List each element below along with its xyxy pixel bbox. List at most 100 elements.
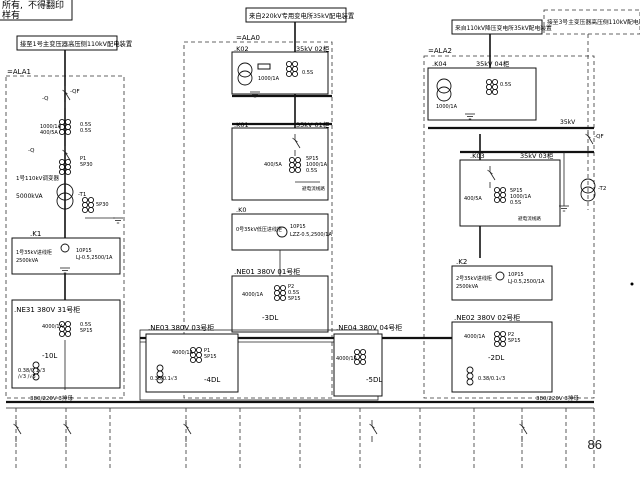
panel-k03-title: 35kV 03柜 [520,151,554,160]
panel-k0-ratio: LZZ-0.5,2500/1A [290,232,332,238]
panel-k03-id: .K03 [470,152,485,160]
panel-k04 [427,67,537,121]
corner-note: 所有, 不得翻印 样有 [0,0,73,21]
panel-k0-note: 0号35kV低压进线柜 [236,226,282,233]
page-number: 86 [587,437,602,452]
svg-text:5P15: 5P15 [204,354,217,360]
panel-ne31-load: -10L [42,352,57,360]
ct-k2-icon [495,271,505,281]
svg-text:P1: P1 [80,156,86,162]
svg-text:-T1: -T1 [78,192,86,198]
panel-k02 [231,51,329,95]
svg-text:400/5A: 400/5A [40,130,58,136]
svg-text:0.38/0.1√3: 0.38/0.1√3 [18,368,45,374]
panel-k1-ratio: LJ-0.5,2500/1A [76,255,113,261]
panel-ne03-id: .NE03 380V 03号柜 [148,323,214,332]
panel-ne02-load: -2DL [488,354,504,362]
panel-ne31 [11,299,121,389]
feeder-box-2: 来自220kV专用变电所35kV配电装置 [245,7,354,23]
svg-text:5P15: 5P15 [508,338,521,344]
panel-ne01 [231,275,329,333]
panel-k03 [459,159,561,227]
svg-text:4000/1A: 4000/1A [242,292,264,298]
svg-text:400/5A: 400/5A [264,162,282,168]
svg-text:1000/1A: 1000/1A [510,194,532,200]
panel-k2-ratio: LJ-0.5,2500/1A [508,279,545,285]
svg-text:避电流线路: 避电流线路 [302,185,325,192]
ala2-transformer-icon [580,178,596,194]
svg-text:P2: P2 [288,284,294,290]
section-ala2-label: =ALA2 [428,47,452,55]
panel-ne04-id: .NE04 380V 04号柜 [336,323,402,332]
panel-k2-rating: 10P15 [508,272,524,278]
svg-text:避电流线路: 避电流线路 [518,215,541,222]
ala1-column: -QF -Q 1000/1A 400/5A 0.5S 0.5S -Q P1 5P… [11,85,124,390]
panel-ne01-id: .NE01 380V 01号柜 [234,267,300,276]
svg-text:-T2: -T2 [598,186,606,192]
k02-transformer-icon [237,62,253,78]
panel-k1-id: .K1 [30,230,41,238]
feeder-label-1: 接至1号主变压器高压侧110kV配电装置 [20,39,132,48]
svg-text:P1: P1 [204,348,210,354]
panel-k1-note: 1号35kV进线柜 [16,249,52,256]
svg-text:-QF: -QF [594,134,604,140]
feeder-box-1: 接至1号主变压器高压侧110kV配电装置 [16,35,132,51]
bus-bottom-left-label: 380/220V 3排母 [30,394,73,402]
svg-text:1000/1A: 1000/1A [436,104,458,110]
panel-k2-id: .K2 [456,258,467,266]
svg-text:1000/1A: 1000/1A [258,76,280,82]
svg-text:0.5S: 0.5S [306,168,317,174]
svg-text:0.5S: 0.5S [80,322,91,328]
panel-k01-id: .K01 [234,121,249,129]
svg-text:0.5S: 0.5S [288,290,299,296]
svg-text:/√3 /√3: /√3 /√3 [18,374,36,380]
panel-k1-rating: 10P15 [76,248,92,254]
svg-text:35kV: 35kV [560,119,576,126]
panel-k02-id: .K02 [234,45,249,53]
svg-text:5P30: 5P30 [80,162,93,168]
svg-text:0.5S: 0.5S [500,82,511,88]
transformer-t1-hv-icon [56,183,74,201]
panel-ne02 [451,321,553,393]
svg-text:1000/1A: 1000/1A [306,162,328,168]
svg-text:0.38/0.1√3: 0.38/0.1√3 [150,376,177,382]
svg-text:0.38/0.1√3: 0.38/0.1√3 [478,376,505,382]
feeder-box-4: 接至3号主变压器高压侧110kV配电装置 [543,9,640,35]
svg-text:P2: P2 [508,332,514,338]
feeder-label-3: 来自110kV降压变电所35kV配电装置 [455,24,552,32]
svg-text:-QF: -QF [70,89,80,95]
panel-ne03-load: -4DL [204,376,220,384]
svg-text:5P15: 5P15 [80,328,93,334]
ct-k1-icon [60,243,70,253]
svg-text:5P15: 5P15 [306,156,319,162]
transformer-t1-label: 1号110kV调变器 [16,174,59,182]
panel-ne04 [333,333,383,397]
panel-k0-rating: 10P15 [290,224,306,230]
transformer-t1-rating: 5000kVA [16,193,43,200]
svg-text:-Q: -Q [42,96,49,102]
section-ala0-label: =ALA0 [236,34,260,42]
bottom-feeder-drops [13,408,595,470]
svg-text:4000/1A: 4000/1A [42,324,64,330]
feeder-label-2: 来自220kV专用变电所35kV配电装置 [249,11,354,20]
corner-note-line1: 所有, [2,0,23,11]
panel-ne31-id: .NE31 380V 31号柜 [14,305,80,314]
feeder-box-3: 来自110kV降压变电所35kV配电装置 [451,19,552,35]
ne03-column: .NE03 380V 03号柜 4000/1A P1 5P15 -4DL 0.3… [145,323,239,393]
ct-k0-icon [276,226,288,238]
panel-k2-note: 2号35kV进线柜 [456,275,492,282]
svg-text:5P30: 5P30 [96,202,109,208]
svg-text:4000/1A: 4000/1A [172,350,194,356]
corner-note-line2: 样有 [2,9,20,21]
corner-note-line1b: 不得翻印 [28,0,64,11]
panel-k0-id: .K0 [236,206,246,214]
panel-k0 [231,213,329,251]
svg-text:400/5A: 400/5A [464,196,482,202]
svg-text:0.5S: 0.5S [510,200,521,206]
section-ala0-frame [183,41,333,399]
svg-text:1000/1A: 1000/1A [40,124,62,130]
ne04-column: .NE04 380V 04号柜 4000/1A -5DL [333,323,402,397]
svg-text:5P15: 5P15 [288,296,301,302]
section-ala1-label: =ALA1 [7,68,31,76]
